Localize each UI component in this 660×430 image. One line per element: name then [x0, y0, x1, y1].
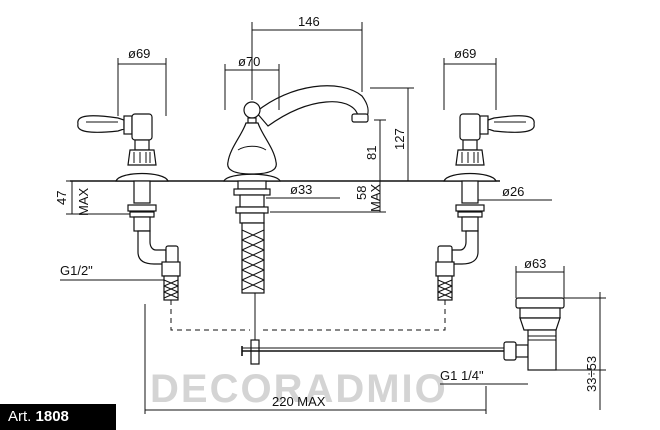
article-badge: Art. 1808: [0, 404, 116, 430]
dim-g114-thread: G1 1/4": [440, 368, 484, 383]
hose-connection-lines: [170, 300, 446, 331]
dim-58-max: MAX: [368, 184, 383, 213]
dim-dia-69-right: ø69: [454, 46, 476, 61]
spout-body: [223, 85, 369, 365]
dimension-lines: [60, 22, 606, 414]
dim-127: 127: [392, 128, 407, 150]
dim-220-max: 220 MAX: [272, 394, 326, 409]
dim-dia-26: ø26: [502, 184, 524, 199]
dim-47-max: MAX: [76, 188, 91, 217]
dim-dia-63: ø63: [524, 256, 546, 271]
article-prefix: Art.: [8, 408, 32, 425]
right-handle-valve: [435, 113, 535, 301]
dim-dia-70: ø70: [238, 54, 260, 69]
dim-g12-thread: G1/2": [60, 263, 93, 278]
watermark: DECORADMIO: [150, 367, 448, 411]
dim-dia-69-left: ø69: [128, 46, 150, 61]
popup-waste: [241, 297, 565, 371]
dim-33-53: 33÷53: [584, 356, 599, 392]
dim-146: 146: [298, 14, 320, 29]
left-handle-valve: [77, 113, 181, 301]
dim-58: 58: [354, 186, 369, 200]
dim-81: 81: [364, 146, 379, 160]
article-number: 1808: [35, 408, 69, 425]
dim-47: 47: [54, 191, 69, 205]
dim-dia-33: ø33: [290, 182, 312, 197]
